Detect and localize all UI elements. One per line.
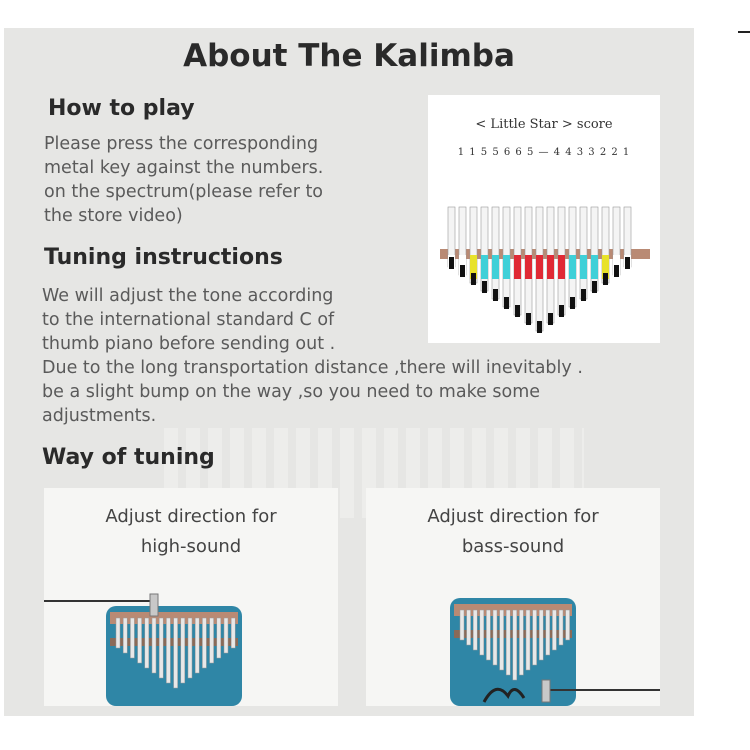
score-key-tip [460, 265, 465, 277]
kalimba-key [216, 617, 222, 659]
kalimba-key [538, 609, 544, 661]
kalimba-key [492, 609, 498, 666]
tuning-line: adjustments. [42, 406, 157, 426]
kalimba-key [532, 609, 537, 666]
how-to-play-text: Please press the corresponding metal key… [44, 132, 323, 228]
kalimba-key [209, 617, 214, 664]
score-key [491, 206, 500, 300]
score-key-tip [449, 257, 454, 269]
kalimba-key [173, 617, 178, 689]
kalimba-key [180, 617, 186, 684]
card-label-line: Adjust direction for [427, 506, 599, 527]
bass-sound-caption: Adjust direction for bass-sound [366, 502, 660, 562]
kalimba-key [505, 609, 511, 676]
score-key-color-band [470, 255, 477, 279]
kalimba-key [552, 609, 557, 651]
kalimba-key [512, 609, 518, 681]
edge-dash [738, 31, 750, 33]
score-key-color-band [525, 255, 532, 279]
score-key-color-band [514, 255, 521, 279]
kalimba-key [472, 609, 478, 651]
tuning-instructions-text: We will adjust the tone according to the… [42, 284, 583, 428]
kalimba-key [151, 617, 157, 674]
score-key-tip [504, 297, 509, 309]
kalimba-key [525, 609, 531, 671]
how-to-play-line: metal key against the numbers. [44, 158, 324, 178]
kalimba-key [519, 609, 524, 676]
how-to-play-heading: How to play [48, 96, 195, 121]
score-key-color-band [547, 255, 554, 279]
kalimba-key [223, 617, 229, 654]
score-key-tip [548, 313, 553, 325]
score-key-tip [592, 281, 597, 293]
tuning-line: to the international standard C of [42, 310, 335, 330]
kalimba-key [137, 617, 142, 664]
high-sound-card: Adjust direction for high-sound [44, 488, 338, 706]
kalimba-key [545, 609, 551, 656]
kalimba-key [115, 617, 121, 649]
kalimba-key [230, 617, 236, 649]
kalimba-key [122, 617, 128, 654]
score-key-color-band [481, 255, 488, 279]
card-label-line: bass-sound [461, 536, 565, 557]
score-key-color-band [536, 255, 543, 279]
kalimba-keys-illustration [440, 206, 650, 333]
bass-sound-card: Adjust direction for bass-sound [366, 488, 660, 706]
way-of-tuning-heading: Way of tuning [42, 445, 215, 470]
score-key [579, 206, 588, 300]
how-to-play-line: the store video) [44, 206, 183, 226]
tuning-line: We will adjust the tone according [42, 286, 334, 306]
kalimba-key [459, 609, 465, 641]
score-key-color-band [492, 255, 499, 279]
kalimba-key [466, 609, 471, 646]
score-key-tip [526, 313, 531, 325]
score-key-tip [471, 273, 476, 285]
how-to-play-line: on the spectrum(please refer to [44, 182, 324, 202]
score-key-tip [515, 305, 520, 317]
card-label-line: high-sound [140, 536, 242, 557]
score-key-color-band [602, 255, 609, 279]
score-key-tip [493, 289, 498, 301]
score-key-color-band [503, 255, 510, 279]
kalimba-key [202, 617, 207, 669]
score-key-tip [614, 265, 619, 277]
kalimba-key [130, 617, 135, 659]
score-key-tip [559, 305, 564, 317]
score-title: < Little Star > score [475, 117, 613, 132]
tuning-instructions-heading: Tuning instructions [44, 245, 283, 270]
kalimba-key [187, 617, 193, 679]
score-key-color-band [580, 255, 587, 279]
score-key-color-band [591, 255, 598, 279]
kalimba-bass-sound-illustration [450, 598, 660, 706]
kalimba-key [479, 609, 485, 656]
score-key-tip [537, 321, 542, 333]
kalimba-key [144, 617, 150, 669]
score-key-color-band [569, 255, 576, 279]
kalimba-key [499, 609, 504, 671]
tuning-line: be a slight bump on the way ,so you need… [42, 382, 541, 402]
kalimba-key [565, 609, 570, 641]
high-sound-caption: Adjust direction for high-sound [44, 502, 338, 562]
kalimba-key [158, 617, 164, 679]
score-key-tip [581, 289, 586, 301]
how-to-play-line: Please press the corresponding [44, 134, 319, 154]
kalimba-key [486, 609, 491, 661]
score-image: < Little Star > score 1 1 5 5 6 6 5 — 4 … [428, 95, 660, 343]
page-title: About The Kalimba [183, 38, 515, 74]
kalimba-high-sound-illustration [44, 593, 242, 706]
kalimba-key [558, 609, 564, 646]
card-label-line: Adjust direction for [105, 506, 277, 527]
score-key-tip [570, 297, 575, 309]
tuning-line: Due to the long transportation distance … [42, 358, 583, 378]
score-key-color-band [558, 255, 565, 279]
info-panel: About The Kalimba How to play Please pre… [4, 28, 694, 716]
score-key-tip [603, 273, 608, 285]
score-notes: 1 1 5 5 6 6 5 — 4 4 3 3 2 2 1 [457, 147, 631, 158]
tuning-line: thumb piano before sending out . [42, 334, 336, 354]
score-key-tip [625, 257, 630, 269]
score-key-tip [482, 281, 487, 293]
kalimba-key [194, 617, 200, 674]
kalimba-key [166, 617, 171, 684]
